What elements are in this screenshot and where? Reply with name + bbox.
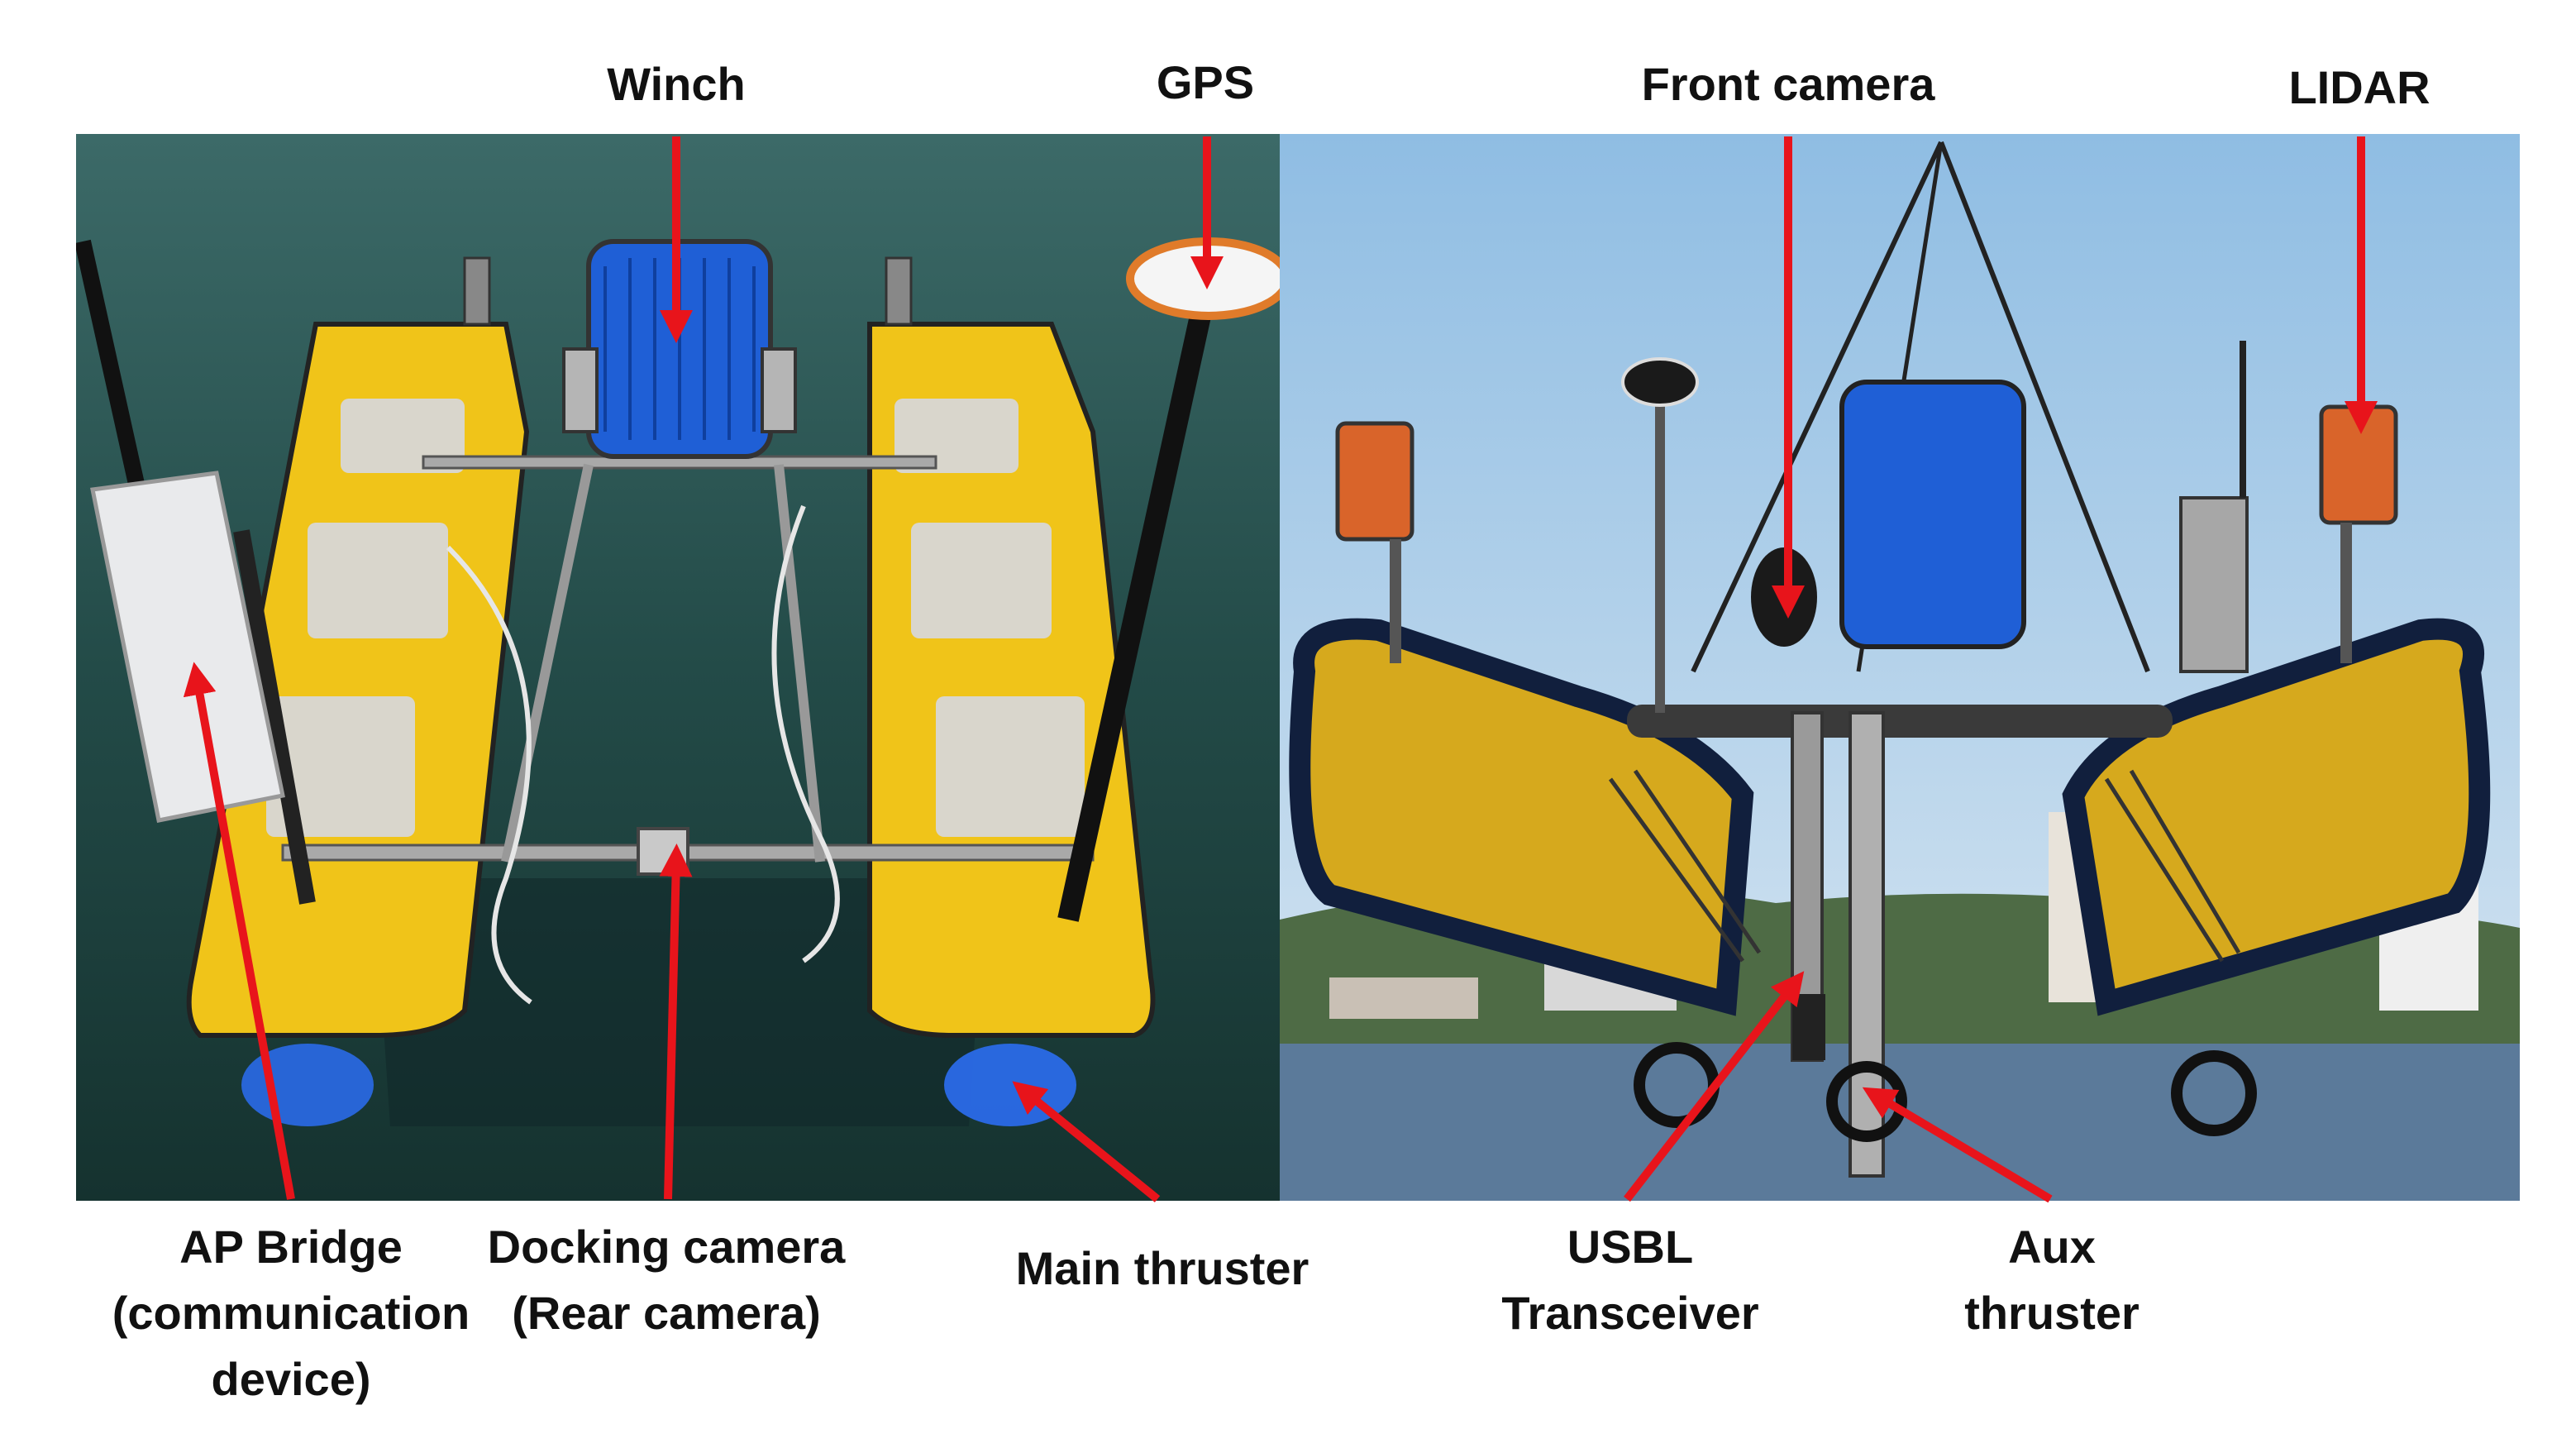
frame-bar [1627,705,2173,738]
right-hull-rear [2062,618,2491,1016]
label-usbl-line2: Transceiver [1501,1287,1759,1339]
label-aux-thruster: Aux thruster [1964,1214,2140,1346]
rear-view-illustration [1280,134,2520,1201]
label-lidar: LIDAR [2288,55,2430,121]
label-front-camera-text: Front camera [1641,58,1935,110]
label-ap-bridge-line3: device) [211,1353,371,1405]
gps-pole [1057,313,1211,922]
label-ap-bridge-line2: (communication [112,1287,470,1339]
label-aux-thruster-line2: thruster [1964,1287,2140,1339]
left-lidar [1335,421,1414,542]
right-lidar [2319,404,2398,525]
photo-rear-view [1280,134,2520,1201]
label-usbl-line1: USBL [1567,1221,1694,1273]
left-thruster [241,1044,374,1126]
top-view-illustration [76,134,1280,1201]
label-ap-bridge: AP Bridge (communication device) [112,1214,470,1412]
label-ap-bridge-line1: AP Bridge [179,1221,403,1273]
label-winch: Winch [607,51,745,117]
label-docking-camera-line1: Docking camera [487,1221,846,1273]
label-gps: GPS [1157,50,1254,116]
label-winch-text: Winch [607,58,746,110]
label-main-thruster: Main thruster [1016,1235,1309,1302]
front-camera [1751,547,1817,647]
gps-dome [1126,237,1280,320]
label-main-thruster-text: Main thruster [1015,1242,1309,1294]
label-lidar-text: LIDAR [2288,61,2431,113]
label-usbl: USBL Transceiver [1501,1214,1758,1346]
photo-top-view [76,134,1280,1201]
label-docking-camera: Docking camera (Rear camera) [488,1214,846,1346]
usbl-transceiver [1792,994,1825,1060]
winch-reel-rear [1839,380,2026,649]
right-aux-thruster [2171,1050,2257,1136]
right-thruster [944,1044,1076,1126]
label-front-camera: Front camera [1642,51,1935,117]
label-aux-thruster-line1: Aux [2008,1221,2096,1273]
docking-camera [637,827,689,876]
label-docking-camera-line2: (Rear camera) [512,1287,821,1339]
label-gps-text: GPS [1156,56,1255,108]
